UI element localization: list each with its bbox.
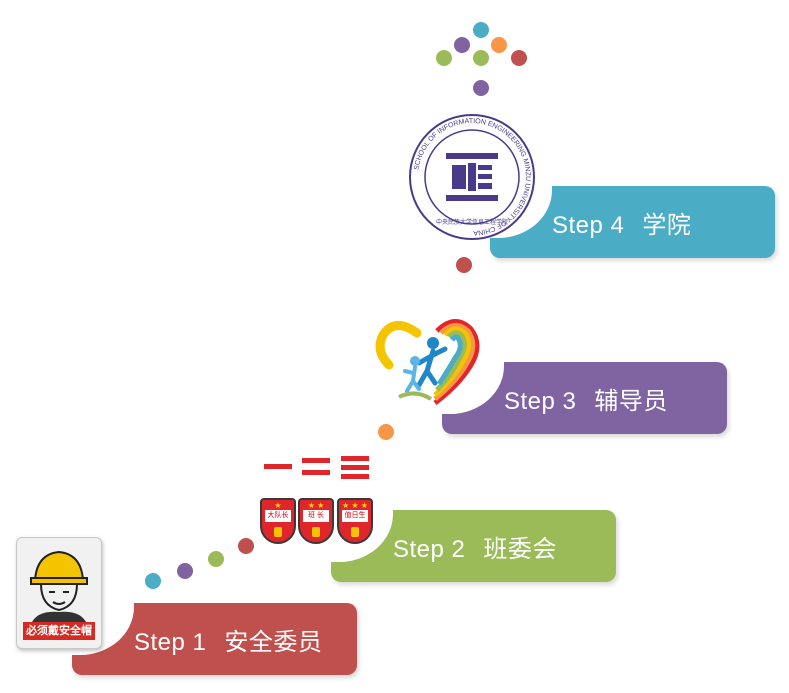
step-4-bar: Step 4 学院 <box>488 184 775 258</box>
path-dot <box>436 50 452 66</box>
step-number: Step 3 <box>504 387 577 415</box>
step-1-bar: Step 1 安全委员 <box>70 601 357 675</box>
school-logo-icon: SCHOOL OF INFORMATION ENGINEERING MINZU … <box>408 113 536 241</box>
cadre-badge: ★ ★ ★值日生 <box>337 446 373 546</box>
path-dot <box>238 538 254 554</box>
path-dot <box>473 50 489 66</box>
path-dot <box>456 257 472 273</box>
logo-bottom-text: 中央民族大学信息工程学院 <box>435 220 508 226</box>
badge-plate: 值日生 <box>342 510 368 522</box>
path-dot <box>473 22 489 38</box>
step-number: Step 2 <box>393 535 466 563</box>
step-number: Step 4 <box>552 211 625 239</box>
badge-plate: 班 长 <box>303 510 329 522</box>
path-dot <box>177 563 193 579</box>
step-3-bar: Step 3 辅导员 <box>440 360 727 434</box>
badge-plate: 大队长 <box>265 510 291 522</box>
path-dot <box>145 573 161 589</box>
rainbow-heart-icon <box>375 319 480 405</box>
path-dot <box>454 37 470 53</box>
step-number: Step 1 <box>134 628 207 656</box>
step-title: 辅导员 <box>594 387 668 415</box>
step-2-bar: Step 2 班委会 <box>329 508 616 582</box>
helmet-sign-caption: 必须戴安全帽 <box>23 622 95 640</box>
path-dot <box>378 424 394 440</box>
path-dot <box>208 551 224 567</box>
path-dot <box>511 50 527 66</box>
step-title: 班委会 <box>483 535 557 563</box>
helmet-sign-icon: 必须戴安全帽 <box>16 537 102 649</box>
path-dot <box>491 37 507 53</box>
step-title: 学院 <box>642 211 692 239</box>
cadre-badge: ★大队长 <box>260 446 296 546</box>
path-dot <box>473 80 489 96</box>
cadre-badge: ★ ★班 长 <box>298 446 334 546</box>
step-title: 安全委员 <box>224 628 323 656</box>
